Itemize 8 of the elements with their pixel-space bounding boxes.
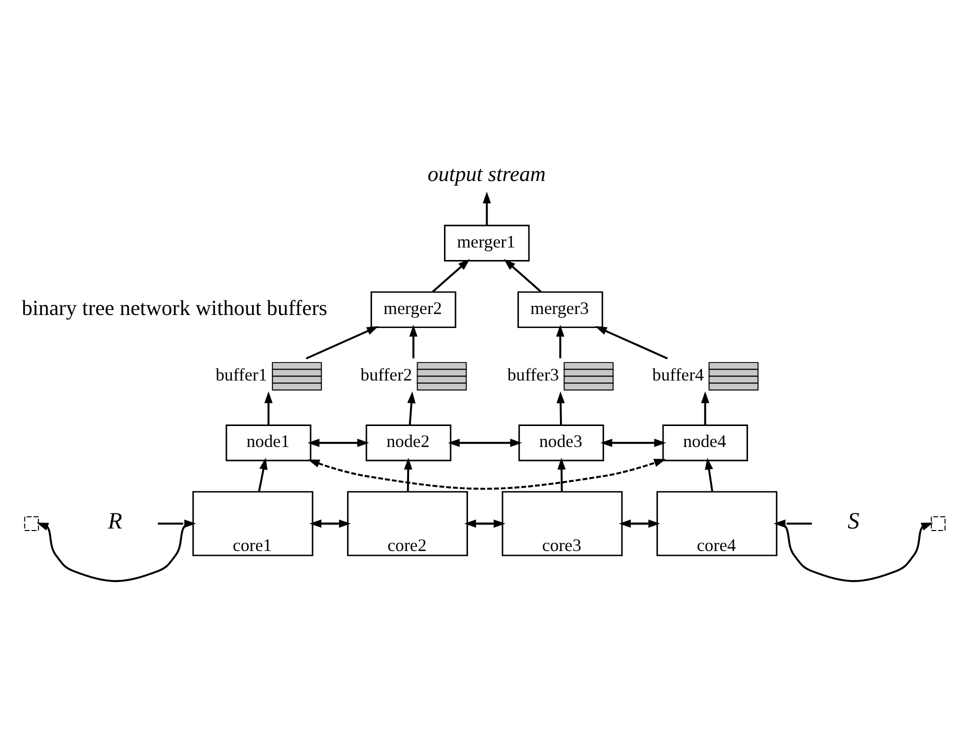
node-label: buffer3: [507, 364, 559, 385]
node-label: buffer1: [216, 364, 268, 385]
node-label: buffer4: [652, 364, 704, 385]
node-text: output stream: [428, 162, 546, 186]
node-label: buffer2: [360, 364, 412, 385]
node-text: R: [108, 508, 122, 535]
label: binary tree network without buffers: [22, 296, 328, 320]
node-text: S: [848, 508, 860, 535]
